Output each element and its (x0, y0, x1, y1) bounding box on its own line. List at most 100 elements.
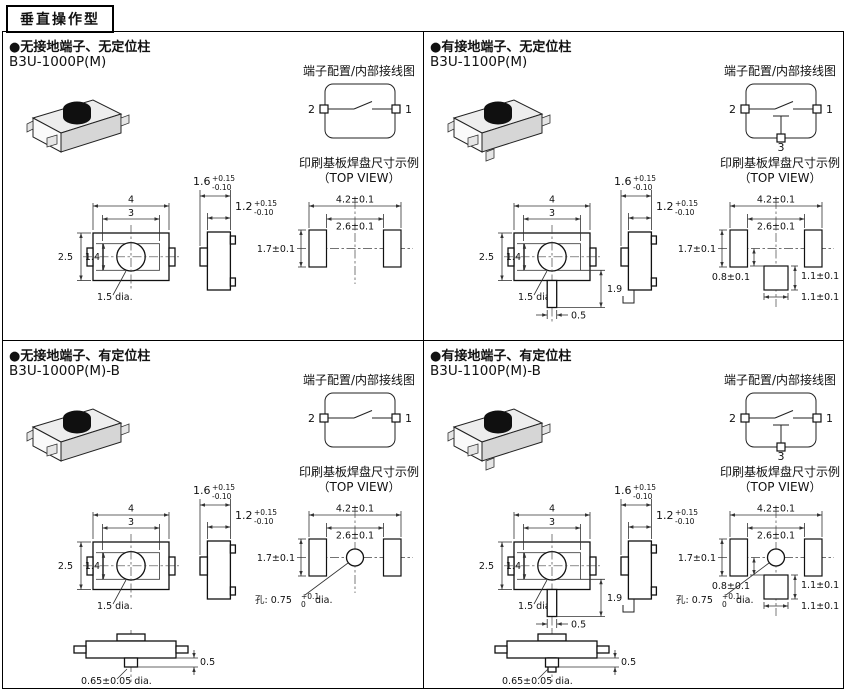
section-b3u-1100pm: ●有接地端子、无定位柱 B3U-1100P(M) 端子配置/内部接线图 印刷基板… (424, 32, 843, 341)
svg-text:1.1±0.1: 1.1±0.1 (801, 292, 839, 303)
svg-text:2: 2 (729, 412, 736, 425)
svg-text:0.8±0.1: 0.8±0.1 (712, 272, 750, 283)
svg-text:1.6: 1.6 (614, 484, 632, 497)
pcb-pad-layout: 4.2±0.1 2.6±0.1 1.7±0.1 1.1±0.1 1.1±0.1 0.8±0… (678, 195, 839, 307)
svg-text:4: 4 (128, 504, 134, 515)
svg-text:1.7±0.1: 1.7±0.1 (678, 244, 716, 255)
svg-text:1.6: 1.6 (614, 175, 632, 188)
svg-text:0.65±0.05 dia.: 0.65±0.05 dia. (81, 676, 152, 687)
svg-text:-0.10: -0.10 (675, 208, 695, 217)
svg-text:4.2±0.1: 4.2±0.1 (757, 195, 795, 206)
svg-text:-0.10: -0.10 (254, 517, 274, 526)
content-frame: ●无接地端子、无定位柱 B3U-1000P(M) 端子配置/内部接线图 印刷基板… (2, 31, 844, 689)
svg-text:+0.15: +0.15 (254, 199, 277, 208)
terminal-circuit-diagram: 2 1 3 (729, 392, 833, 463)
model-number: B3U-1100P(M)-B (430, 363, 541, 379)
svg-text:+0.15: +0.15 (675, 508, 698, 517)
svg-text:-0.10: -0.10 (633, 183, 653, 192)
svg-text:2.6±0.1: 2.6±0.1 (757, 222, 795, 233)
svg-text:4.2±0.1: 4.2±0.1 (336, 195, 374, 206)
svg-text:2.5: 2.5 (58, 252, 73, 263)
svg-text:+0.15: +0.15 (254, 508, 277, 517)
variant-header: ●有接地端子、有定位柱 (430, 349, 572, 364)
svg-text:0.5: 0.5 (200, 657, 215, 668)
isometric-product-view (26, 408, 130, 462)
svg-text:3: 3 (778, 141, 785, 154)
isometric-product-view (26, 99, 130, 153)
pcb-pad-layout: 4.2±0.12.6±0.11.7±0.1 (257, 195, 413, 284)
svg-text:1.9: 1.9 (607, 593, 622, 604)
svg-text:3: 3 (778, 450, 785, 463)
svg-text:4.2±0.1: 4.2±0.1 (757, 504, 795, 515)
svg-text:2.5: 2.5 (58, 561, 73, 572)
svg-text:1.5 dia.: 1.5 dia. (97, 601, 133, 612)
svg-text:+0.15: +0.15 (633, 174, 656, 183)
pcb-pattern-label: 印刷基板焊盘尺寸示例 (719, 465, 840, 479)
svg-text:3: 3 (128, 208, 134, 219)
svg-text:孔: 0.75: 孔: 0.75 (676, 595, 713, 606)
svg-text:dia.: dia. (315, 595, 333, 606)
svg-text:-0.10: -0.10 (633, 492, 653, 501)
svg-text:1.6: 1.6 (193, 175, 211, 188)
svg-text:2.6±0.1: 2.6±0.1 (336, 531, 374, 542)
pcb-pad-layout: 4.2±0.12.6±0.11.7±0.11.1±0.11.1±0.10.8±0… (676, 504, 839, 616)
circuit-diagram-label: 端子配置/内部接线图 (302, 373, 416, 387)
svg-text:1: 1 (405, 412, 412, 425)
svg-text:0.8±0.1: 0.8±0.1 (712, 581, 750, 592)
isometric-product-view (447, 408, 551, 471)
svg-text:0.5: 0.5 (571, 620, 586, 631)
svg-text:1.2: 1.2 (656, 509, 674, 522)
model-number: B3U-1000P(M)-B (9, 363, 120, 379)
svg-text:1.1±0.1: 1.1±0.1 (801, 601, 839, 612)
svg-text:4: 4 (549, 504, 555, 515)
svg-text:2.6±0.1: 2.6±0.1 (336, 222, 374, 233)
side-view-dimension-drawing: 1.6+0.15-0.101.2+0.15-0.10 (193, 174, 277, 291)
svg-text:1.7±0.1: 1.7±0.1 (678, 553, 716, 564)
svg-text:0.5: 0.5 (621, 657, 636, 668)
svg-text:1.5 dia.: 1.5 dia. (518, 292, 554, 303)
circuit-diagram-label: 端子配置/内部接线图 (723, 64, 837, 78)
page-title: 垂直操作型 (6, 5, 114, 33)
svg-text:1.5 dia.: 1.5 dia. (518, 601, 554, 612)
svg-text:1.4: 1.4 (506, 561, 521, 572)
svg-text:1.4: 1.4 (85, 561, 100, 572)
top-view-label: （TOP VIEW） (317, 171, 401, 185)
svg-text:-0.10: -0.10 (675, 517, 695, 526)
svg-text:3: 3 (549, 208, 555, 219)
svg-text:1: 1 (826, 412, 833, 425)
section-b3u-1000pm: ●无接地端子、无定位柱 B3U-1000P(M) 端子配置/内部接线图 印刷基板… (3, 32, 424, 341)
svg-text:0.5: 0.5 (571, 311, 586, 322)
svg-text:1: 1 (826, 103, 833, 116)
svg-text:2: 2 (308, 103, 315, 116)
svg-text:1.2: 1.2 (235, 200, 253, 213)
top-view-dimension-drawing: 4 3 2.5 1.4 1.5 dia. (58, 195, 179, 303)
svg-text:1.4: 1.4 (85, 252, 100, 263)
isometric-product-view (447, 99, 551, 162)
svg-text:+0.1: +0.1 (301, 592, 319, 601)
pcb-pattern-label: 印刷基板焊盘尺寸示例 (298, 465, 419, 479)
svg-text:1.5 dia.: 1.5 dia. (97, 292, 133, 303)
svg-text:1.1±0.1: 1.1±0.1 (801, 580, 839, 591)
section-b3u-1000pm-b: ●无接地端子、有定位柱 B3U-1000P(M)-B 端子配置/内部接线图 印刷… (3, 341, 424, 688)
svg-text:3: 3 (128, 517, 134, 528)
side-view-dimension-drawing: 1.6+0.15-0.101.2+0.15-0.10 (193, 483, 277, 600)
svg-text:1.7±0.1: 1.7±0.1 (257, 553, 295, 564)
svg-text:1.1±0.1: 1.1±0.1 (801, 271, 839, 282)
svg-text:孔: 0.75: 孔: 0.75 (255, 595, 292, 606)
svg-text:4: 4 (128, 195, 134, 206)
svg-text:dia.: dia. (736, 595, 754, 606)
svg-text:1: 1 (405, 103, 412, 116)
svg-text:1.4: 1.4 (506, 252, 521, 263)
svg-text:2.5: 2.5 (479, 561, 494, 572)
top-view-label: （TOP VIEW） (738, 171, 822, 185)
top-view-label: （TOP VIEW） (738, 480, 822, 494)
variant-header: ●无接地端子、有定位柱 (9, 349, 151, 364)
svg-text:0.65±0.05 dia.: 0.65±0.05 dia. (502, 676, 573, 687)
svg-text:1.6: 1.6 (193, 484, 211, 497)
